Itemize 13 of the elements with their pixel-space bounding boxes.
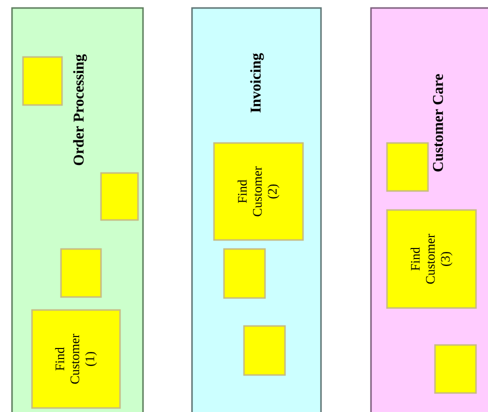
empty-box <box>100 172 139 221</box>
empty-box <box>223 248 266 299</box>
empty-box <box>434 344 477 394</box>
task-box: Find Customer (1) <box>31 309 121 409</box>
lane-title: Customer Care <box>432 74 444 172</box>
empty-box <box>22 56 63 106</box>
task-box: Find Customer (2) <box>213 142 304 241</box>
empty-box <box>243 325 286 376</box>
lane-title: Order Processing <box>73 54 87 166</box>
empty-box <box>60 248 102 298</box>
empty-box <box>386 142 429 192</box>
task-box: Find Customer (3) <box>386 209 477 309</box>
lane-title: Invoicing <box>250 53 264 112</box>
